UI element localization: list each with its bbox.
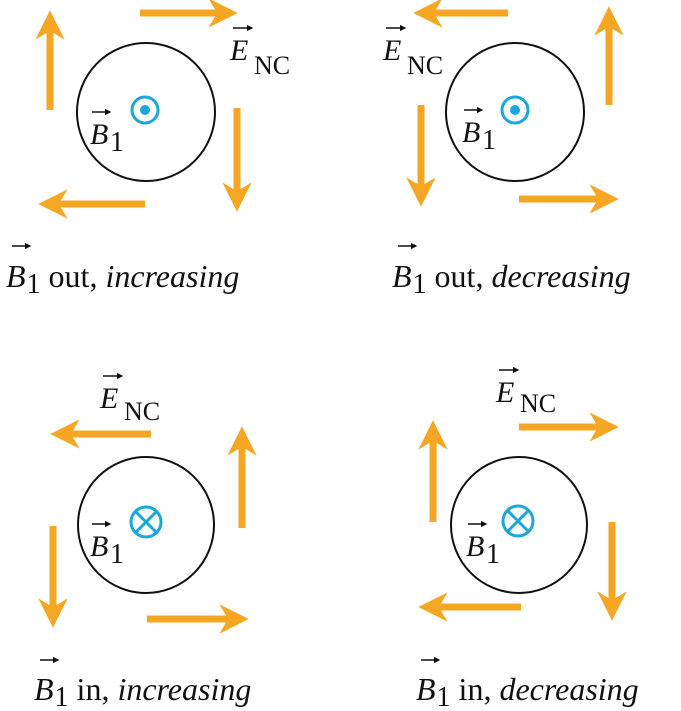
field-out-symbol [130, 95, 160, 125]
svg-text:NC: NC [124, 397, 160, 426]
svg-text:E: E [382, 34, 401, 67]
svg-text:1: 1 [110, 127, 124, 158]
svg-text:B: B [90, 530, 108, 563]
svg-text:NC: NC [254, 51, 290, 80]
e-field-label: E NC [99, 372, 160, 426]
circulation-arrows [406, 0, 624, 214]
b-field-label: B 1 [90, 520, 124, 570]
svg-text:1: 1 [110, 539, 124, 570]
circulation-arrows [38, 419, 257, 634]
svg-text:E: E [229, 34, 248, 67]
svg-text:B: B [90, 118, 108, 151]
svg-text:1: 1 [482, 125, 496, 156]
field-in-symbol [129, 505, 163, 539]
loop-circle [445, 42, 585, 182]
circulation-arrows [418, 412, 627, 622]
loop-circle [450, 456, 588, 594]
e-field-label: E NC [382, 24, 443, 80]
loop-circle [77, 456, 215, 594]
svg-text:B: B [462, 116, 480, 149]
circulation-arrows [35, 0, 252, 219]
svg-text:1: 1 [486, 539, 500, 570]
svg-text:E: E [495, 376, 514, 409]
svg-text:E: E [99, 382, 118, 415]
loop-circle [76, 42, 216, 182]
b-field-label: B 1 [90, 108, 124, 158]
e-field-label: E NC [495, 366, 556, 418]
field-out-symbol [500, 95, 530, 125]
e-field-label: E NC [229, 24, 290, 80]
b-field-label: B 1 [462, 106, 496, 156]
field-in-symbol [501, 504, 535, 538]
svg-text:B: B [466, 530, 484, 563]
b-field-label: B 1 [466, 520, 500, 570]
svg-text:NC: NC [407, 51, 443, 80]
svg-text:NC: NC [520, 389, 556, 418]
